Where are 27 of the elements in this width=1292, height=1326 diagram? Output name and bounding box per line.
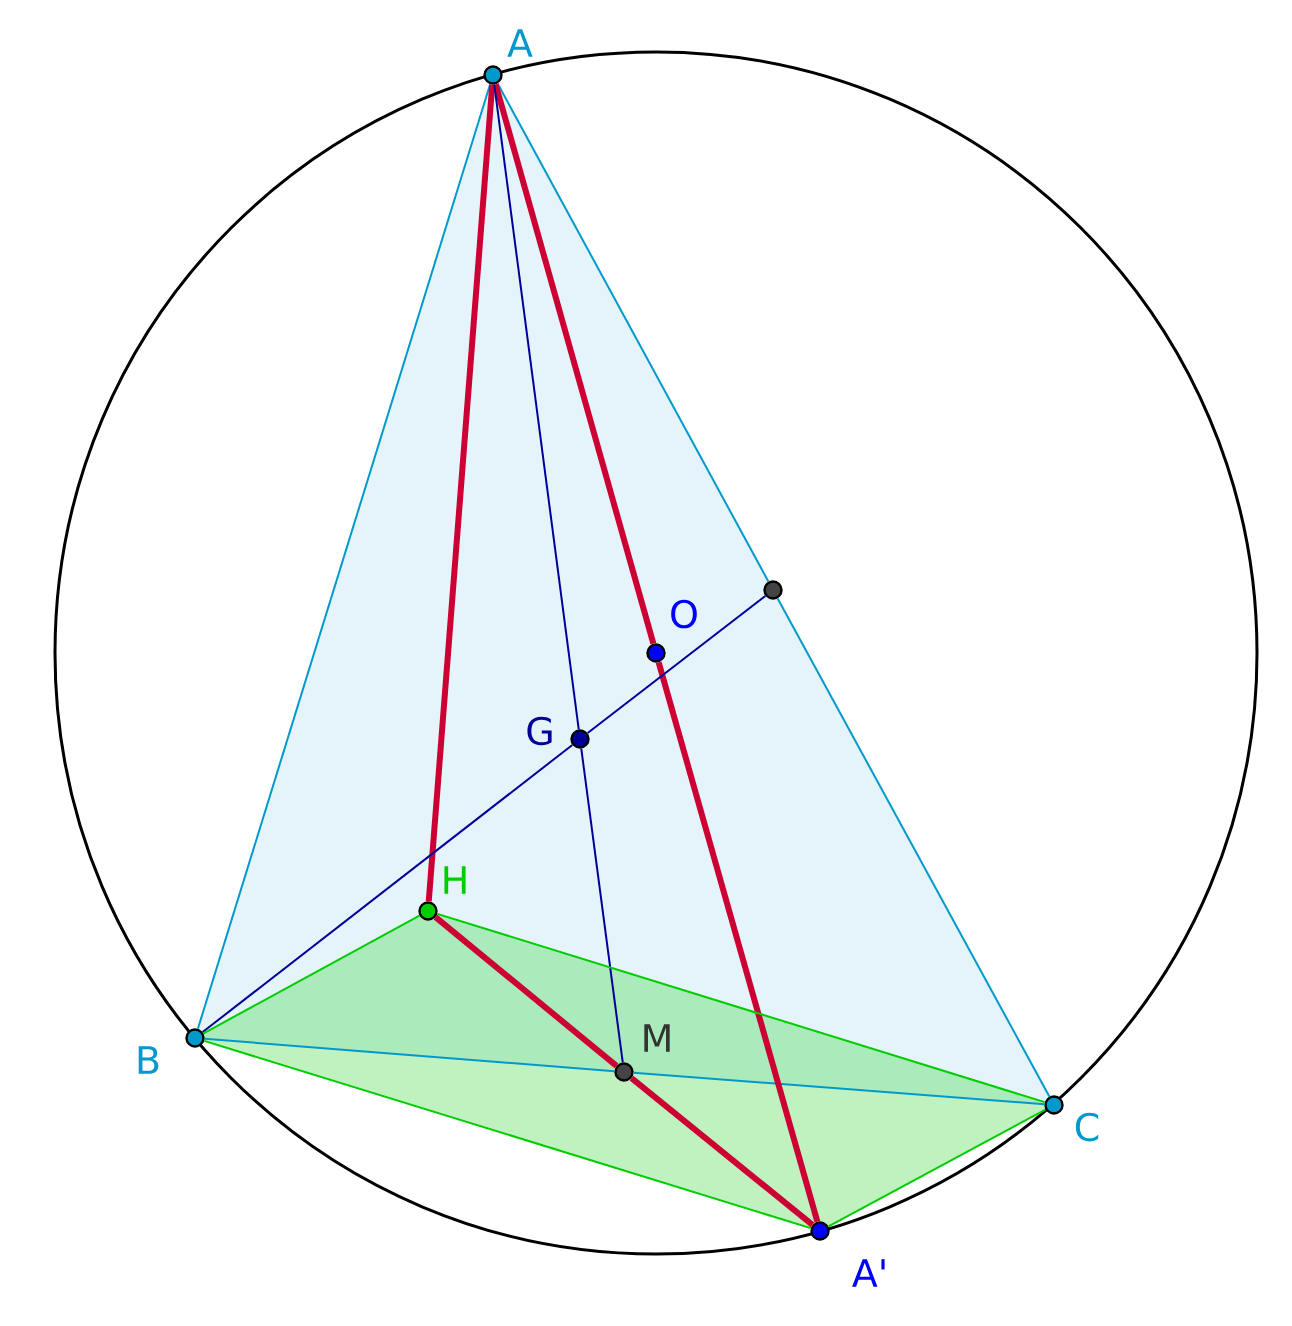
point-label: G bbox=[527, 716, 552, 746]
point-label: M bbox=[644, 1024, 670, 1052]
line-segment bbox=[496, 82, 770, 583]
line-segment bbox=[580, 747, 624, 1064]
line-segment bbox=[203, 1037, 616, 1073]
point-label: H bbox=[444, 866, 466, 894]
line-segment bbox=[586, 594, 767, 735]
line-segment bbox=[492, 83, 657, 645]
line-segment bbox=[827, 1108, 1047, 1228]
line-segment bbox=[425, 84, 496, 902]
line-segment bbox=[629, 1075, 815, 1228]
line-segment bbox=[776, 597, 1051, 1098]
line-segment bbox=[493, 83, 580, 731]
point-dot bbox=[763, 580, 783, 600]
point-label: O bbox=[671, 599, 697, 629]
line-segment bbox=[202, 914, 421, 1035]
point-label: C bbox=[1075, 1112, 1099, 1142]
line-segment bbox=[433, 914, 619, 1069]
line-segment bbox=[632, 1071, 1046, 1106]
line-segment bbox=[203, 1039, 812, 1230]
line-segment bbox=[196, 83, 492, 1030]
line-segment bbox=[201, 743, 574, 1034]
point-label: B bbox=[138, 1046, 159, 1074]
point-label: A bbox=[507, 29, 533, 57]
line-segment bbox=[436, 912, 1046, 1104]
line-segment bbox=[655, 661, 821, 1223]
point-label: A' bbox=[852, 1259, 885, 1287]
